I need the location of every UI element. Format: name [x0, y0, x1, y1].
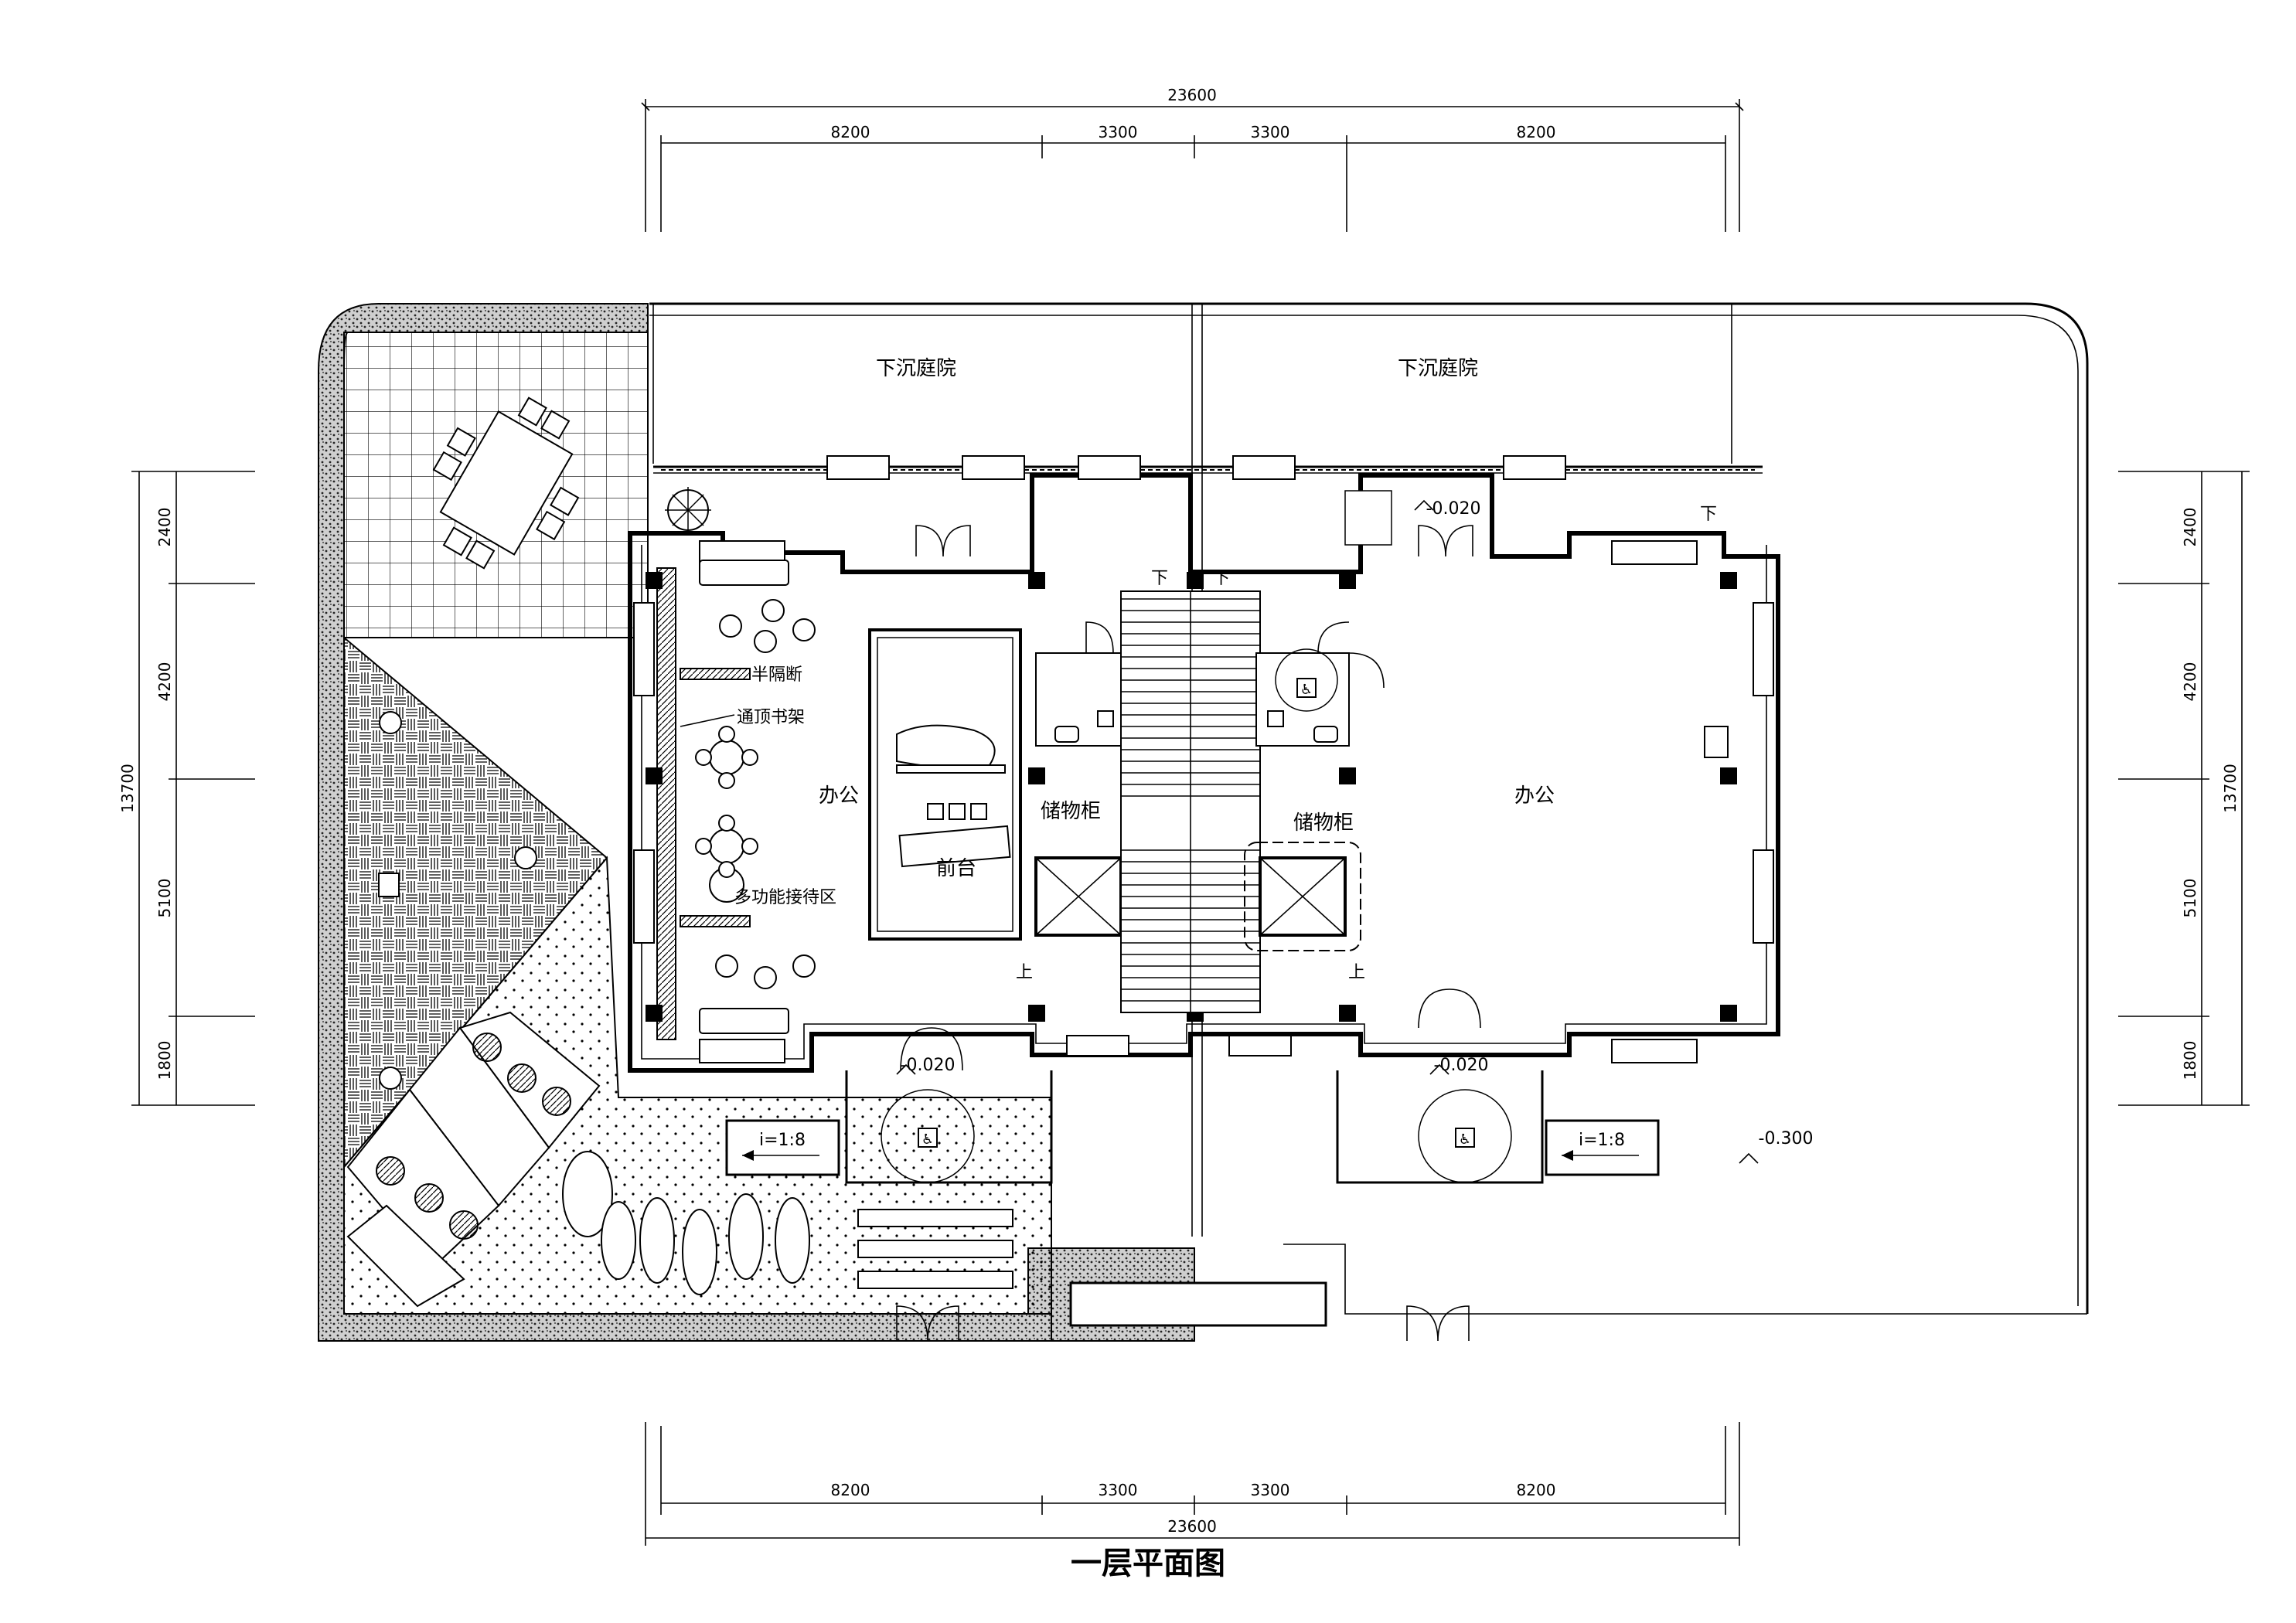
dim-seg-1-bottom: 8200 [831, 1481, 870, 1499]
dim-seg-2-bottom: 3300 [1099, 1481, 1138, 1499]
stairs [1120, 590, 1261, 1013]
entry-porches [845, 988, 1544, 1184]
room-storage-left: 储物柜 [1041, 800, 1101, 823]
label-multi-reception: 多功能接待区 [734, 888, 836, 907]
building-walls [628, 455, 1780, 1073]
label-half-partition: 半隔断 [751, 665, 802, 685]
room-storage-right: 储物柜 [1293, 812, 1354, 835]
ramp-label-left: i=1:8 [759, 1131, 806, 1150]
dim-v-seg-1-right: 2400 [2181, 508, 2199, 547]
dim-seg-3-top: 3300 [1251, 123, 1290, 141]
dim-overall-top: 23600 [1167, 86, 1217, 104]
top-dimensions: 23600 8200 3300 3300 8200 [641, 86, 1744, 232]
dim-seg-3-bottom: 3300 [1251, 1481, 1290, 1499]
dim-seg-4-bottom: 8200 [1517, 1481, 1556, 1499]
left-landscape [318, 303, 1195, 1342]
plant-icon [665, 487, 711, 533]
dim-v-seg-2-left: 4200 [155, 662, 174, 702]
dim-v-seg-1-left: 2400 [155, 508, 174, 547]
dim-seg-4-top: 8200 [1517, 123, 1556, 141]
svg-text:♿: ♿ [921, 1131, 934, 1148]
drawing-title: 一层平面图 [1071, 1546, 1225, 1581]
level-north-entry: -0.020 [1426, 499, 1481, 519]
right-office [1244, 490, 1729, 951]
stair-down-left: 下 [1151, 569, 1168, 588]
level-markers: -0.020 -0.020 -0.020 -0.300 [896, 499, 1814, 1164]
level-right-entry: -0.020 [1434, 1056, 1489, 1075]
level-left-entry: -0.020 [901, 1056, 956, 1075]
doors [915, 525, 1473, 689]
ramps: i=1:8 i=1:8 [725, 1119, 1660, 1176]
dim-v-seg-3-right: 5100 [2181, 879, 2199, 918]
stepping-stones [562, 1151, 810, 1295]
dim-v-seg-3-left: 5100 [155, 879, 174, 918]
dim-vertical-total-left: 13700 [118, 764, 137, 813]
svg-text:♿: ♿ [1459, 1131, 1471, 1148]
label-bookshelf: 通顶书架 [737, 708, 805, 727]
dim-v-seg-2-right: 4200 [2181, 662, 2199, 702]
dim-seg-2-top: 3300 [1099, 123, 1138, 141]
stair-up-right: 上 [1348, 963, 1365, 982]
svg-text:♿: ♿ [1300, 682, 1313, 698]
planter-boxes [346, 1011, 601, 1308]
dim-v-seg-4-right: 1800 [2181, 1041, 2199, 1080]
room-office-right: 办公 [1514, 784, 1555, 808]
left-dimensions: 13700 2400 4200 5100 1800 [118, 471, 255, 1106]
room-sunken-courtyard-left: 下沉庭院 [876, 357, 956, 380]
dim-v-seg-4-left: 1800 [155, 1041, 174, 1080]
stair-up-left: 上 [1016, 963, 1033, 982]
bottom-dimensions: 8200 3300 3300 8200 23600 [645, 1422, 1740, 1546]
left-office [656, 560, 1129, 1040]
dotted-paving [343, 856, 1052, 1315]
stair-down-right: 下 [1213, 569, 1230, 588]
south-steps [857, 1209, 1470, 1342]
wheelchair-icon: ♿ ♿ ♿ [918, 678, 1475, 1148]
dim-overall-bottom: 23600 [1167, 1517, 1217, 1536]
room-reception-desk: 前台 [936, 857, 976, 880]
dim-vertical-total-right: 13700 [2221, 764, 2240, 813]
stair-down-ne: 下 [1700, 505, 1717, 524]
room-sunken-courtyard-right: 下沉庭院 [1398, 357, 1478, 380]
room-office-left: 办公 [819, 784, 859, 808]
dim-seg-1-top: 8200 [831, 123, 870, 141]
outdoor-dining-set [432, 396, 580, 570]
ramp-label-right: i=1:8 [1579, 1131, 1625, 1150]
right-dimensions: 13700 2400 4200 5100 1800 [2118, 471, 2250, 1106]
level-ground: -0.300 [1759, 1129, 1814, 1148]
